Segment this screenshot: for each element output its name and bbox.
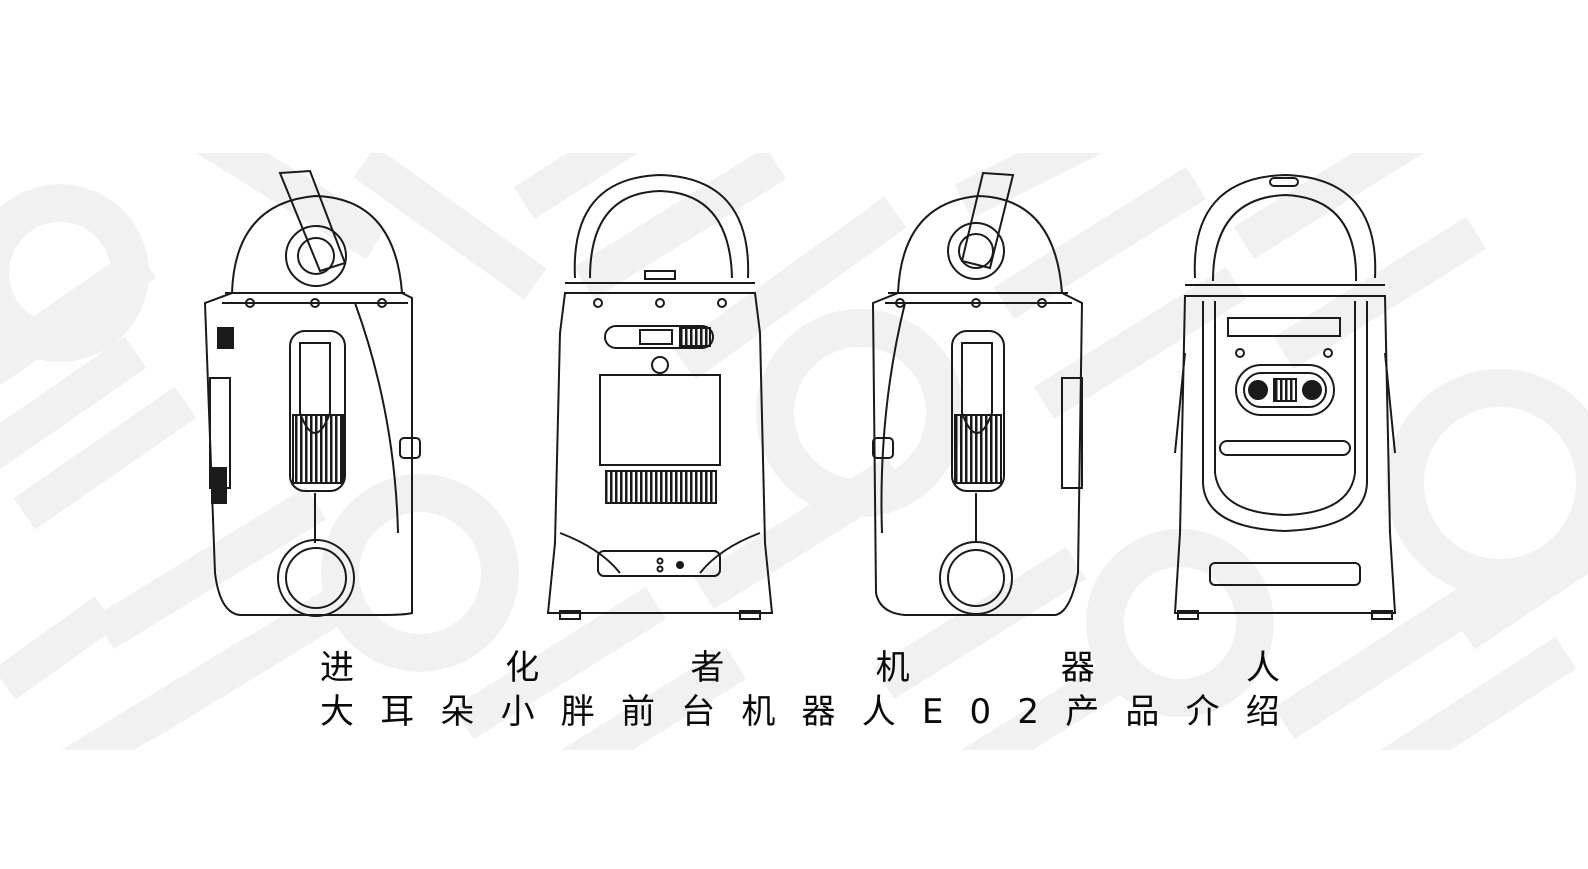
headline-char: 品 <box>1125 692 1160 732</box>
headline-char: 人 <box>1245 648 1280 688</box>
headline-char: 绍 <box>1245 692 1280 732</box>
headline-line-2: 大 耳 朵 小 胖 前 台 机 器 人 E 0 2 产 品 介 绍 <box>320 692 1280 732</box>
headline-char: 朵 <box>440 692 475 732</box>
headline-char: 者 <box>690 648 725 688</box>
headline-char: 机 <box>741 692 776 732</box>
headline-line-1: 进 化 者 机 器 人 <box>320 648 1280 688</box>
headline-char: 耳 <box>380 692 415 732</box>
robot-side-view-icon <box>871 171 1084 616</box>
headline-char: 器 <box>1060 648 1095 688</box>
headline-char: 胖 <box>560 692 595 732</box>
headline-char: 大 <box>320 692 354 732</box>
headline-char: 介 <box>1185 692 1220 732</box>
headline-char: 2 <box>1017 692 1040 732</box>
headline-char: 人 <box>861 692 896 732</box>
headline-char: 化 <box>505 648 540 688</box>
headline-char: 台 <box>681 692 716 732</box>
robot-front-view-icon <box>1173 173 1397 620</box>
headline-char: 0 <box>969 692 992 732</box>
product-banner <box>0 153 1588 750</box>
headline-char: E <box>921 692 944 732</box>
headline-char: 产 <box>1065 692 1100 732</box>
robot-side-view-icon <box>203 169 421 617</box>
robot-back-view-icon <box>546 173 774 620</box>
e02-watermark-pattern <box>0 153 1588 750</box>
headline-char: 前 <box>620 692 655 732</box>
headline-char: 进 <box>320 648 354 688</box>
robot-line-drawings <box>203 169 1397 620</box>
headline-char: 器 <box>801 692 836 732</box>
headline-char: 小 <box>500 692 535 732</box>
headline-char: 机 <box>875 648 910 688</box>
